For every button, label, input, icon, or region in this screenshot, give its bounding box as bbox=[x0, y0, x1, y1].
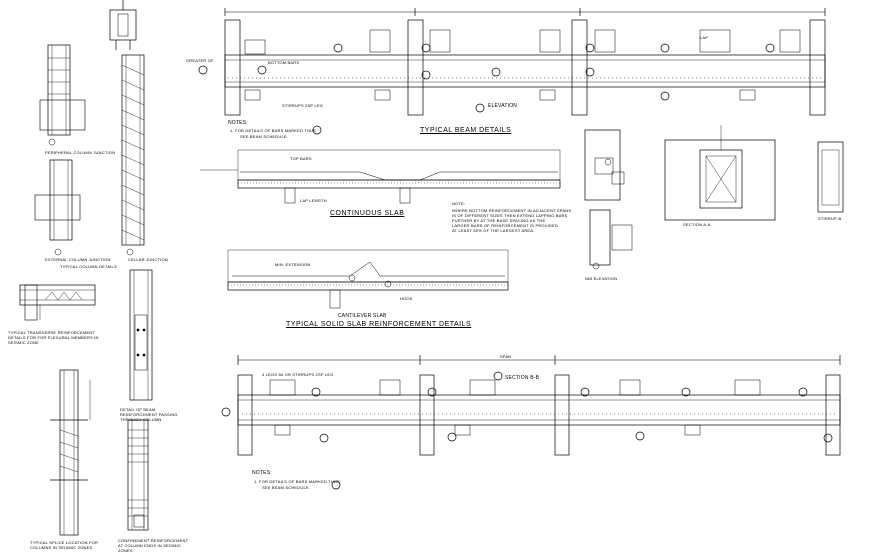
cantilever-slab bbox=[227, 249, 509, 309]
cellar-junction-label: CELLAR JUNCTION bbox=[128, 257, 168, 262]
cantilever-slab-title: CANTILEVER SLAB bbox=[338, 313, 387, 319]
stirrups-label: STIRRUPS 2SP LEG bbox=[282, 103, 324, 108]
four-legs-label: 4 LEGS 8# OR STIRRUPS 2SP LEG bbox=[262, 372, 334, 377]
beam-passing-title: DETAIL OF BEAM REINFORCEMENT PASSING THR… bbox=[120, 407, 178, 422]
beam-note-cont: SEE BEAM SCHEDULE. bbox=[240, 134, 289, 139]
section-a-label: SECTION A-A bbox=[683, 222, 711, 227]
continuous-slab bbox=[200, 149, 561, 204]
external-junction-label: EXTERNAL COLUMN JUNCTION bbox=[45, 257, 111, 262]
top-bars-label: TOP BARS bbox=[290, 156, 312, 161]
beam-notes-heading: NOTES: bbox=[228, 120, 248, 126]
greater-of-label: GREATER OF bbox=[186, 58, 214, 63]
column-details-top bbox=[34, 0, 145, 256]
nib-elevation-label: NIB ELEVATION bbox=[585, 276, 618, 281]
nib-elevation-detail bbox=[584, 129, 633, 270]
elevation-label: ELEVATION bbox=[488, 103, 518, 109]
typical-beam-elevation bbox=[198, 8, 826, 135]
lower-notes-heading: NOTES: bbox=[252, 470, 272, 476]
transverse-reinforcement-detail bbox=[19, 284, 96, 321]
hook-label: HOOK bbox=[400, 296, 413, 301]
min-extension-label: MIN. EXTENSION bbox=[275, 262, 311, 267]
beam-note: 1. FOR DETAILS OF BARS MARKED THUS bbox=[230, 128, 316, 133]
beam-details-title: TYPICAL BEAM DETAILS bbox=[420, 127, 512, 134]
splice-location-detail bbox=[50, 369, 91, 536]
span-label: SPAN bbox=[500, 354, 512, 359]
peripheral-junction-label: PERIPHERAL COLUMN JUNCTION bbox=[45, 150, 116, 155]
beam-passing-through-column bbox=[129, 269, 153, 401]
section-b-label: SECTION B-B bbox=[505, 375, 540, 381]
confinement-column-detail bbox=[127, 419, 149, 531]
continuous-slab-title: CONTINUOUS SLAB bbox=[330, 210, 405, 217]
lap-label: LAP bbox=[700, 35, 709, 40]
lap-length-label: LAP LENGTH bbox=[300, 198, 327, 203]
lower-note-cont: SEE BEAM SCHEDULE. bbox=[262, 485, 311, 490]
transverse-title: TYPICAL TRANSVERSE REINFORCEMENT DETAILS… bbox=[8, 330, 99, 345]
lower-note: 1. FOR DETAILS OF BARS MARKED THUS bbox=[254, 479, 340, 484]
slab-note-title: NOTE: bbox=[452, 201, 466, 206]
confinement-title: CONFINEMENT REINFORCEMENT AT COLUMN ENDS… bbox=[118, 538, 189, 553]
stirrup-label: STIRRUP-B bbox=[818, 216, 842, 221]
slab-note: WHERE BOTTOM REINFORCEMENT IN ADJACENT S… bbox=[452, 208, 572, 233]
splice-title: TYPICAL SPLICE LOCATION FOR COLUMNS IN S… bbox=[30, 540, 99, 550]
bottom-bars-label: BOTTOM BARS bbox=[268, 60, 300, 65]
solid-slab-title: TYPICAL SOLID SLAB REINFORCEMENT DETAILS bbox=[286, 321, 472, 328]
section-plan-detail bbox=[664, 125, 776, 221]
lower-beam-elevation bbox=[221, 355, 841, 490]
column-details-label: TYPICAL COLUMN DETAILS bbox=[60, 264, 117, 269]
stirrup-detail bbox=[817, 141, 844, 213]
